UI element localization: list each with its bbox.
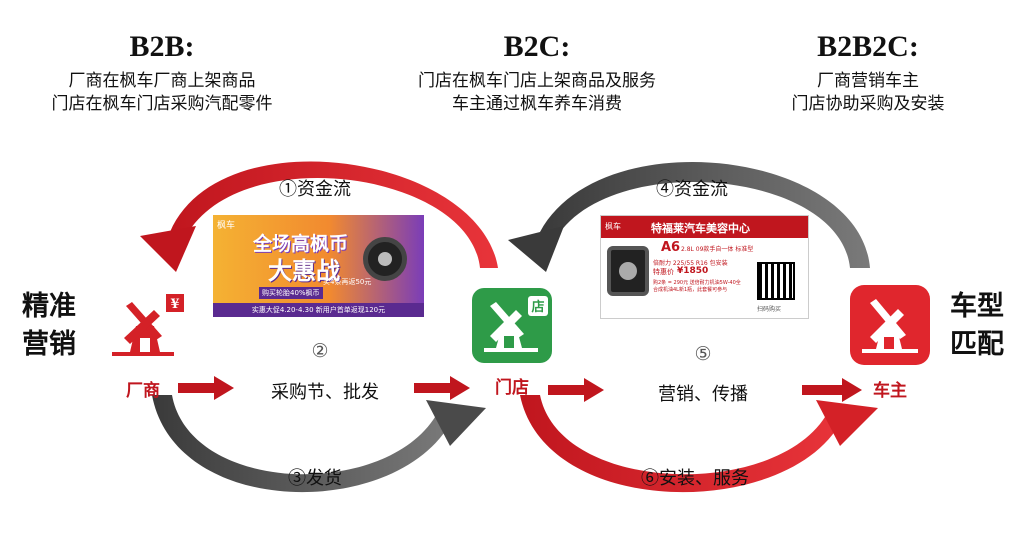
banner1-headline-1: 全场高枫币 [253, 233, 349, 255]
step3-label: ③发货 [288, 468, 342, 489]
banner1-headline-2: 大惠战 [268, 257, 340, 285]
side-left-line-2: 营销 [22, 329, 76, 360]
banner2-brand: 枫车 [605, 222, 621, 231]
b2b2c-line-2: 门店协助采购及安装 [791, 94, 945, 114]
arc-6-arrowhead [816, 400, 878, 446]
banner1-brand: 枫车 [217, 221, 236, 231]
banner2-tire-icon [607, 246, 649, 296]
banner2-car: A6 [661, 240, 681, 255]
svg-text:¥: ¥ [170, 297, 179, 312]
b2b-line-2: 门店在枫车门店采购汽配零件 [51, 94, 273, 114]
svg-text:店: 店 [531, 299, 544, 315]
step2-label: 采购节、批发 [271, 382, 379, 403]
tire-icon [363, 237, 407, 281]
b2b2c-title: B2B2C: [817, 30, 919, 63]
step5-number: ⑤ [694, 343, 712, 365]
manufacturer-windmill-icon: ¥ [112, 294, 184, 356]
banner1-sub: 购买轮胎40%枫币 [259, 287, 323, 299]
banner1-promo: 买4条再返50元 [323, 278, 372, 286]
b2b2c-line-1: 厂商营销车主 [817, 71, 919, 91]
arrow-manufacturer-to-step2 [178, 376, 234, 400]
step1-label: ①资金流 [279, 179, 351, 200]
precise-marketing-label: 精准 营销 [22, 288, 76, 364]
owner-windmill-icon [862, 299, 918, 353]
promo-banner-car-beauty[interactable]: 枫车 特福莱汽车美容中心 A6 2.8L 09款手自一体 标准型 倍耐力 225… [600, 215, 809, 319]
arrow-step5-to-owner [802, 378, 862, 402]
owner-app-icon [850, 285, 930, 365]
b2b-line-1: 厂商在枫车厂商上架商品 [68, 71, 256, 91]
banner2-title: 特福莱汽车美容中心 [651, 222, 750, 235]
arc-funds-to-store [540, 161, 870, 268]
arc-4-arrowhead [508, 226, 564, 272]
b2c-line-1: 门店在枫车门店上架商品及服务 [418, 71, 656, 91]
arc-install-service [520, 395, 842, 493]
arc-shipping [152, 395, 452, 493]
manufacturer-label: 厂商 [126, 381, 160, 401]
b2c-line-2: 车主通过枫车养车消费 [452, 94, 622, 114]
b2b-title: B2B: [129, 30, 195, 63]
step6-label: ⑥安装、服务 [641, 468, 749, 489]
banner2-note-2: 合成机油4L新1瓶，此套餐可参与 [653, 287, 728, 293]
arc-3-arrowhead [426, 400, 486, 446]
side-left-line-1: 精准 [22, 291, 76, 322]
banner2-car-spec: 2.8L 09款手自一体 标准型 [681, 246, 754, 253]
store-app-icon: 店 [472, 288, 552, 363]
banner2-qr-caption: 扫码购买 [757, 306, 782, 313]
b2c-title: B2C: [503, 30, 571, 63]
arc-1-arrowhead [140, 226, 196, 272]
store-windmill-icon: 店 [484, 296, 548, 352]
qr-code-icon [757, 262, 795, 300]
arrow-step2-to-store [414, 376, 470, 400]
side-right-line-1: 车型 [950, 291, 1004, 322]
arc-funds-to-manufacturer [170, 161, 498, 268]
arrow-store-to-step5 [548, 378, 604, 402]
step4-label: ④资金流 [656, 179, 728, 200]
banner2-tire: 倍耐力 225/55 R16 包安装 [653, 260, 728, 267]
step5-label: 营销、传播 [658, 384, 748, 405]
side-right-line-2: 匹配 [950, 329, 1004, 360]
step2-number: ② [311, 340, 329, 362]
store-label: 门店 [495, 378, 529, 398]
banner2-price: ¥1850 [677, 266, 709, 276]
banner2-note-1: 购2条 = 290元 送倍耐力机油5W-40全 [653, 280, 741, 286]
promo-banner-festival[interactable]: 枫车 全场高枫币 大惠战 购买轮胎40%枫币 买4条再返50元 实惠大促4.20… [213, 215, 424, 317]
owner-label: 车主 [873, 381, 907, 401]
banner1-footer: 实惠大促4.20-4.30 新用户首单返现120元 [213, 303, 424, 317]
model-matching-label: 车型 匹配 [950, 288, 1004, 364]
banner2-price-label: 特惠价 [653, 268, 674, 276]
